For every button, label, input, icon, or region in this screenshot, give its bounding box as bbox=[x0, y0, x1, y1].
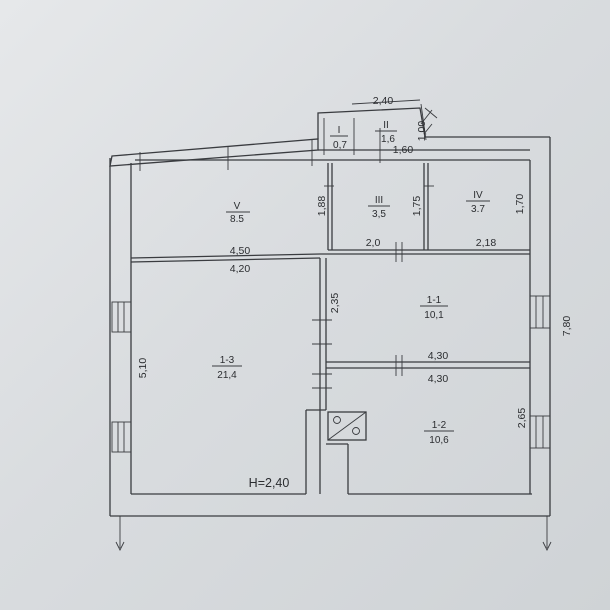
room-II: II 1,6 bbox=[375, 120, 397, 145]
windows bbox=[111, 140, 551, 453]
room-1-1: 1-1 10,1 bbox=[420, 295, 448, 321]
room-III: III 3,5 bbox=[368, 195, 390, 220]
room-area: 10,1 bbox=[424, 310, 444, 321]
dim-2-18: 2,18 bbox=[476, 237, 497, 249]
room-id: 1-1 bbox=[427, 295, 442, 306]
dim-2-0: 2,0 bbox=[366, 237, 381, 249]
room-area: 0,7 bbox=[333, 140, 347, 151]
section-arrows bbox=[115, 107, 552, 552]
room-id: IV bbox=[473, 190, 483, 201]
porch bbox=[317, 99, 433, 163]
doors bbox=[312, 185, 434, 389]
room-area: 3,5 bbox=[372, 209, 386, 220]
room-id: I bbox=[338, 125, 341, 136]
outer-walls bbox=[109, 136, 551, 517]
room-id: 1-2 bbox=[432, 420, 447, 431]
room-area: 3.7 bbox=[471, 204, 485, 215]
dim-4-30-lower: 4,30 bbox=[428, 373, 449, 385]
room-I: I 0,7 bbox=[330, 125, 348, 151]
dim-porch-side: 1,00 bbox=[416, 121, 428, 142]
dim-5-10: 5,10 bbox=[137, 358, 149, 379]
room-id: III bbox=[375, 195, 383, 206]
room-id: II bbox=[383, 120, 389, 131]
room-area: 8.5 bbox=[230, 214, 244, 225]
dim-4-50: 4,50 bbox=[230, 245, 251, 257]
dim-4-30-upper: 4,30 bbox=[428, 350, 449, 362]
dim-2-65: 2,65 bbox=[516, 408, 528, 429]
room-1-2: 1-2 10,6 bbox=[424, 420, 454, 446]
room-id: V bbox=[234, 201, 241, 212]
dim-2-35: 2,35 bbox=[329, 293, 341, 314]
dim-4-20: 4,20 bbox=[230, 263, 251, 275]
ceiling-height: H=2,40 bbox=[249, 476, 290, 490]
dim-1-70: 1,70 bbox=[514, 194, 526, 215]
dim-1-88: 1,88 bbox=[316, 196, 328, 217]
dim-1-75: 1,75 bbox=[411, 196, 423, 217]
room-V: V 8.5 bbox=[226, 201, 250, 225]
dim-porch-bottom: 1,60 bbox=[393, 144, 414, 156]
stove-symbol bbox=[327, 411, 367, 441]
room-id: 1-3 bbox=[220, 355, 235, 366]
room-1-3: 1-3 21,4 bbox=[212, 355, 242, 381]
dim-7-80: 7,80 bbox=[561, 316, 573, 337]
room-area: 21,4 bbox=[217, 370, 237, 381]
room-area: 10,6 bbox=[429, 435, 449, 446]
dim-porch-top: 2,40 bbox=[373, 95, 394, 107]
room-area: 1,6 bbox=[381, 134, 395, 145]
partitions bbox=[130, 163, 530, 494]
room-IV: IV 3.7 bbox=[466, 190, 490, 215]
